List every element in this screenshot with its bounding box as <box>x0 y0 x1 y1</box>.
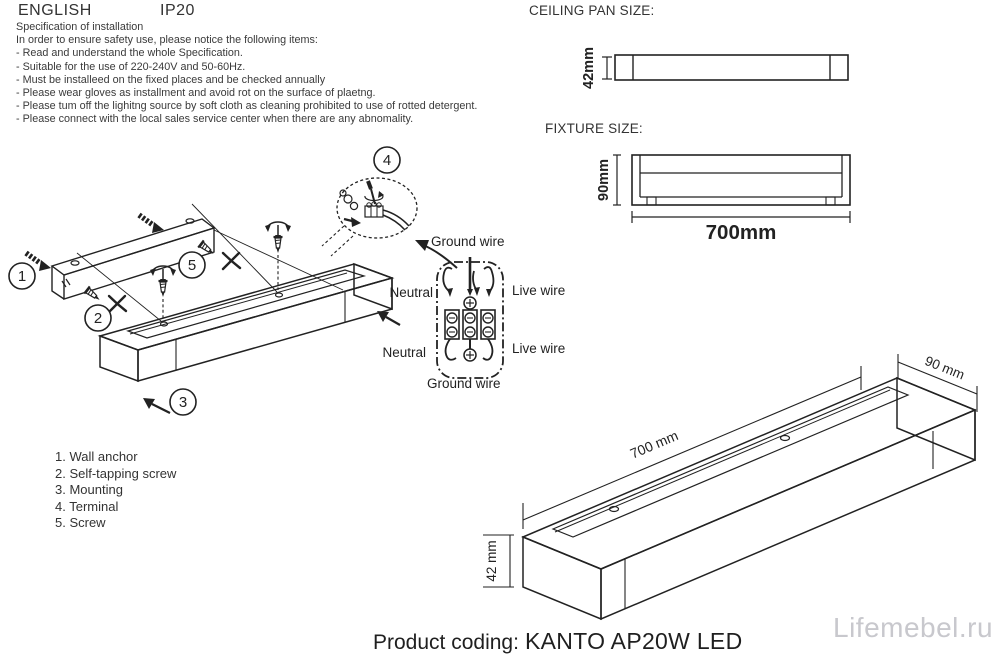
watermark: Lifemebel.ru <box>833 612 994 643</box>
height-dimension-3d: 42 mm <box>483 534 514 588</box>
live-wire-label: Live wire <box>512 341 565 356</box>
ground-symbol <box>463 296 477 310</box>
turn-cross-icon <box>221 251 242 271</box>
turn-cross-icon <box>107 294 128 314</box>
slide-arrow <box>377 311 401 326</box>
neutral-label: Neutral <box>389 285 433 300</box>
fixture-height-label: 90mm <box>596 159 612 201</box>
product-coding-label: Product coding: <box>373 631 519 654</box>
screw-hole <box>779 434 791 442</box>
ground-wire-arrow <box>415 240 458 269</box>
parts-list-item: 4. Terminal <box>55 498 119 514</box>
hand-finger <box>339 189 347 197</box>
height-3d-label: 42 mm <box>484 540 499 581</box>
parts-list-item: 3. Mounting <box>55 482 123 497</box>
fixture-size-drawing: 90mm 700mm <box>596 154 851 244</box>
spec-item: - Please tum off the lighitng source by … <box>16 100 478 113</box>
insert-arrow <box>343 217 361 227</box>
wire-hook <box>482 338 494 361</box>
wire <box>382 209 410 227</box>
spec-title: Specification of installation <box>16 21 144 33</box>
tilted-screw <box>83 285 104 305</box>
bracket-hole <box>70 260 80 266</box>
step-callout-4: 4 <box>373 146 401 174</box>
spec-item: - Please wear gloves as installment and … <box>16 87 376 100</box>
hand-finger <box>349 201 359 211</box>
step-callout-5: 5 <box>178 251 206 279</box>
live-wire-label: Live wire <box>512 283 565 298</box>
terminal-screws <box>446 312 494 338</box>
neutral-label: Neutral <box>382 345 426 360</box>
fixture-channel <box>551 386 910 538</box>
terminal-detail-bubble <box>321 177 418 257</box>
language-label: ENGLISH <box>18 2 92 19</box>
spec-intro: In order to ensure safety use, please no… <box>16 34 318 47</box>
screw-hole <box>159 321 169 327</box>
fixture-foot <box>825 196 836 206</box>
screwdriver-icon <box>364 180 384 205</box>
step-number: 5 <box>188 257 196 274</box>
step-callout-2: 2 <box>84 304 112 332</box>
ground-wire-label: Ground wire <box>427 376 501 391</box>
spec-item: - Suitable for the use of 220-240V and 5… <box>16 60 246 73</box>
parts-list-item: 5. Screw <box>55 515 106 530</box>
spec-item: - Must be installeed on the fixed places… <box>16 73 326 86</box>
mounting-bracket <box>50 218 216 300</box>
ceiling-pan-size-title: CEILING PAN SIZE: <box>529 3 655 18</box>
pan-height-dimension: 42mm <box>581 47 612 89</box>
fixture-foot <box>646 196 657 206</box>
spec-item: - Please connect with the local sales se… <box>16 113 414 126</box>
screw-hole <box>274 292 284 298</box>
ground-symbol <box>463 348 477 362</box>
fixture-length-dimension: 700mm <box>631 211 851 244</box>
depth-3d-label: 90 mm <box>923 353 967 382</box>
wiring-terminal-block <box>436 257 504 379</box>
specification-block: Specification of installation In order t… <box>16 21 477 127</box>
step-callout-1: 1 <box>8 262 36 290</box>
length-dimension-3d: 700 mm <box>522 366 862 529</box>
ground-wire-label: Ground wire <box>431 234 505 249</box>
screw-hole <box>608 505 620 513</box>
step-number: 4 <box>383 152 391 169</box>
fixture-3d-body <box>521 376 977 621</box>
terminal-block-small <box>364 201 384 218</box>
bracket-hole <box>185 218 195 224</box>
hand-finger <box>343 194 353 204</box>
step-number: 2 <box>94 310 102 327</box>
screw-with-turn-symbol <box>149 265 177 320</box>
screw-with-turn-symbol <box>264 221 292 290</box>
step-number: 1 <box>18 268 26 285</box>
step-callout-3: 3 <box>169 388 197 416</box>
fixture-size-title: FIXTURE SIZE: <box>545 121 643 136</box>
ip-rating-label: IP20 <box>160 2 195 19</box>
fixture-outline <box>631 154 851 206</box>
parts-list-item: 1. Wall anchor <box>55 449 138 464</box>
spec-item: - Read and understand the whole Specific… <box>16 47 243 60</box>
wall-anchor <box>139 215 164 233</box>
fixture-height-dimension: 90mm <box>596 154 621 206</box>
parts-list-item: 2. Self-tapping screw <box>55 465 177 481</box>
ceiling-pan-outline <box>614 54 849 81</box>
product-coding: Product coding:KANTO AP20W LED <box>373 628 742 655</box>
wire-hook <box>442 266 453 293</box>
product-code: KANTO AP20W LED <box>524 628 743 654</box>
slide-arrow <box>143 398 171 414</box>
wire-hook <box>444 338 457 361</box>
fixture-body <box>97 262 395 383</box>
terminal-slot <box>444 309 460 340</box>
parts-list: 1. Wall anchor 2. Self-tapping screw 3. … <box>55 449 176 532</box>
exploded-installation-diagram: 1 2 3 5 4 <box>8 146 565 416</box>
fixture-3d-drawing: 700 mm 90 mm 42 mm <box>483 353 978 621</box>
wire-hook <box>483 266 495 293</box>
pan-height-label: 42mm <box>581 47 597 89</box>
ceiling-pan-drawing: 42mm <box>581 47 849 89</box>
step-number: 3 <box>179 394 187 411</box>
fixture-length-label: 700mm <box>706 221 777 244</box>
fixture-channel <box>126 269 367 339</box>
wire <box>382 214 406 231</box>
